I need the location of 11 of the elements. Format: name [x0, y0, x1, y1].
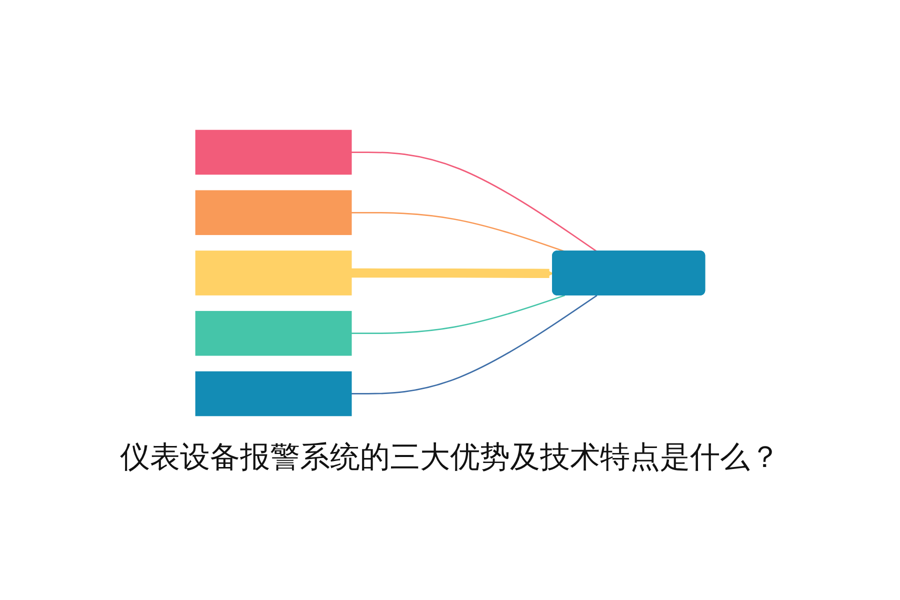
- node-bar: [195, 310, 352, 356]
- node-bar: [195, 370, 352, 416]
- connector: [351, 211, 565, 252]
- node-bar: [195, 190, 352, 235]
- connector: [351, 294, 598, 394]
- connector: [351, 151, 598, 252]
- connector: [351, 294, 565, 334]
- arrow: [351, 268, 554, 278]
- node-bar: [195, 250, 352, 295]
- node-bar: [195, 129, 352, 174]
- title: 仪表设备报警系统的三大优势及技术特点是什么？: [120, 438, 780, 476]
